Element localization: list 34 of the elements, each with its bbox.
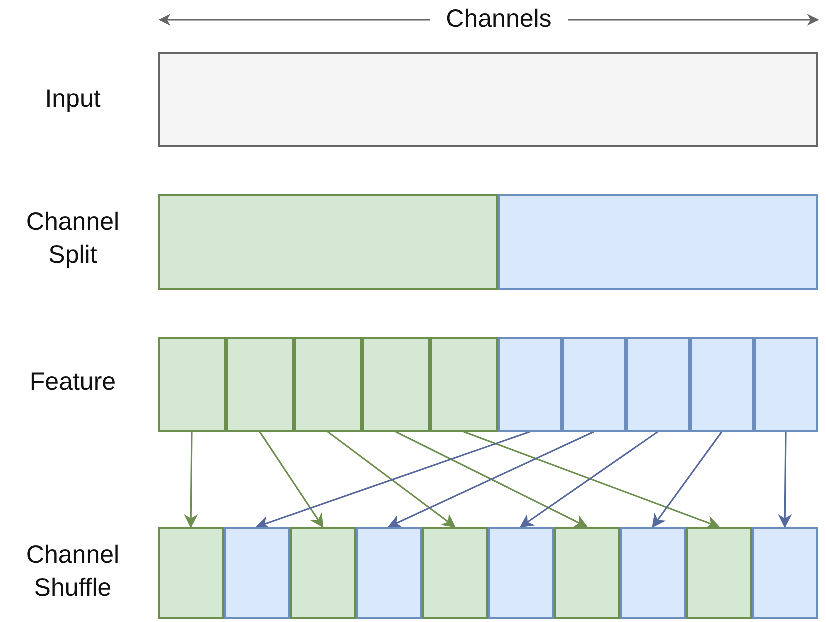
channel-block (752, 527, 818, 619)
channel-block (754, 337, 818, 432)
row-label: Input (44, 84, 102, 115)
channel-block (620, 527, 686, 619)
channel-block (626, 337, 690, 432)
row-label: Channel Split (25, 207, 121, 270)
arrow (256, 431, 530, 530)
channel-block (690, 337, 754, 432)
channel-block (226, 337, 294, 432)
arrow (652, 432, 723, 528)
channel-block (562, 337, 626, 432)
channel-block (290, 527, 356, 619)
arrow (328, 431, 456, 528)
channel-block (498, 337, 562, 432)
channel-block (422, 527, 488, 619)
arrow (464, 431, 720, 530)
channel-block (356, 527, 422, 619)
channel-block (158, 337, 226, 432)
channel-block (158, 527, 224, 619)
row-label: Feature (28, 367, 118, 398)
channel-block (430, 337, 498, 432)
arrow (259, 432, 324, 528)
channel-block (488, 527, 554, 619)
channel-block (224, 527, 290, 619)
row-label: Channel Shuffle (25, 540, 121, 604)
channel-block (554, 527, 620, 619)
arrow (184, 432, 198, 528)
channel-block (158, 52, 818, 147)
arrow (778, 432, 792, 528)
arrow (520, 431, 658, 528)
channels-label: Channels (445, 4, 553, 35)
channel-block (686, 527, 752, 619)
channel-block (294, 337, 362, 432)
channel-block (362, 337, 430, 432)
